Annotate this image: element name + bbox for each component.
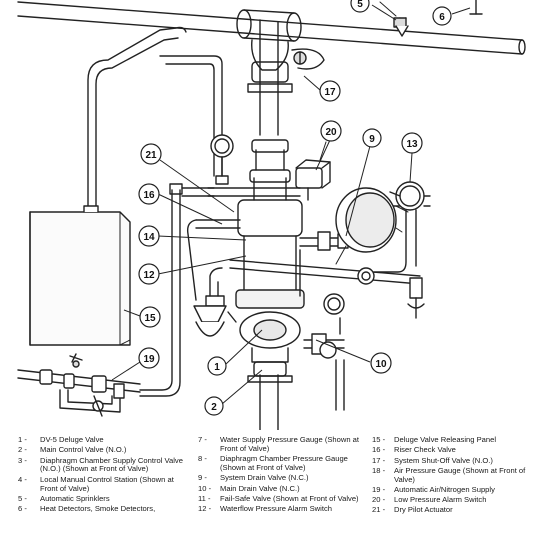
callout-leaders bbox=[111, 4, 471, 405]
callout-5: 5 bbox=[350, 0, 370, 13]
panel-conduit bbox=[87, 26, 223, 211]
callout-12: 12 bbox=[138, 263, 160, 285]
callout-1: 1 bbox=[207, 356, 227, 376]
legend-item: 5 -Automatic Sprinklers bbox=[18, 493, 110, 503]
deluge-valve-body bbox=[235, 139, 305, 383]
legend-item: 11 -Fail-Safe Valve (Shown at Front of V… bbox=[198, 493, 359, 503]
legend-item: 12 -Waterflow Pressure Alarm Switch bbox=[198, 504, 332, 514]
callout-9: 9 bbox=[362, 128, 382, 148]
svg-text:15: 15 bbox=[144, 313, 156, 324]
legend-item: 20 -Low Pressure Alarm Switch bbox=[372, 495, 487, 505]
svg-text:19: 19 bbox=[143, 354, 155, 365]
svg-text:12: 12 bbox=[143, 270, 155, 281]
callout-15: 15 bbox=[139, 306, 161, 328]
legend-item: 6 -Heat Detectors, Smoke Detectors, bbox=[18, 504, 156, 514]
air-pressure-gauge bbox=[373, 181, 431, 319]
svg-text:14: 14 bbox=[143, 232, 155, 243]
callout-14: 14 bbox=[138, 225, 160, 247]
main-header-pipe bbox=[17, 1, 526, 55]
legend-item: 1 -DV-5 Deluge Valve bbox=[18, 435, 104, 444]
main-drain-valve bbox=[303, 293, 345, 411]
legend-item: 9 -System Drain Valve (N.C.) bbox=[198, 473, 309, 483]
heat-detector bbox=[469, 0, 483, 15]
legend-item: 21 -Dry Pilot Actuator bbox=[372, 505, 453, 515]
legend-column-2: 7 -Water Supply Pressure Gauge (Shown at… bbox=[198, 435, 366, 515]
legend-item: 18 -Air Pressure Gauge (Shown at Front o… bbox=[372, 465, 526, 484]
callout-17: 17 bbox=[319, 80, 341, 102]
low-pressure-alarm-switch bbox=[295, 141, 331, 201]
legend-item: 4 -Local Manual Control Station (Shown a… bbox=[18, 474, 174, 493]
callout-19: 19 bbox=[138, 347, 160, 369]
svg-text:5: 5 bbox=[357, 0, 363, 10]
legend-item: 7 -Water Supply Pressure Gauge (Shown at… bbox=[198, 435, 360, 453]
svg-text:13: 13 bbox=[406, 139, 418, 150]
callout-10: 10 bbox=[370, 352, 392, 374]
pressure-gauge-top bbox=[210, 134, 234, 185]
automatic-sprinkler bbox=[379, 1, 409, 37]
trim-piping bbox=[186, 187, 421, 337]
legend-column-3: 15 -Deluge Valve Releasing Panel 16 -Ris… bbox=[372, 435, 538, 517]
callout-2: 2 bbox=[204, 396, 224, 416]
piping-illustration: 5 6 17 20 9 13 21 16 14 12 15 19 1 10 2 bbox=[17, 0, 526, 430]
legend-item: 16 -Riser Check Valve bbox=[372, 445, 456, 455]
svg-text:16: 16 bbox=[143, 190, 155, 201]
legend-column-1: 1 -DV-5 Deluge Valve 2 -Main Control Val… bbox=[18, 435, 190, 515]
air-supply-line bbox=[139, 183, 215, 397]
legend-item: 15 -Deluge Valve Releasing Panel bbox=[372, 435, 497, 444]
callout-21: 21 bbox=[140, 143, 162, 165]
callout-16: 16 bbox=[138, 183, 160, 205]
legend-item: 2 -Main Control Valve (N.O.) bbox=[18, 445, 127, 455]
callout-6: 6 bbox=[432, 6, 452, 26]
callout-20: 20 bbox=[320, 120, 342, 142]
legend-item: 10 -Main Drain Valve (N.C.) bbox=[198, 483, 300, 493]
legend-item: 17 -System Shut-Off Valve (N.O.) bbox=[372, 455, 493, 465]
svg-text:17: 17 bbox=[324, 87, 336, 98]
svg-text:9: 9 bbox=[369, 134, 375, 145]
legend-item: 3 -Diaphragm Chamber Supply Control Valv… bbox=[18, 455, 183, 474]
callout-13: 13 bbox=[401, 132, 423, 154]
svg-text:10: 10 bbox=[375, 359, 387, 370]
svg-text:6: 6 bbox=[439, 12, 445, 23]
releasing-panel bbox=[29, 205, 131, 346]
system-drain-valve bbox=[335, 187, 409, 285]
svg-text:1: 1 bbox=[214, 362, 220, 373]
air-nitrogen-supply bbox=[17, 353, 141, 417]
svg-text:20: 20 bbox=[325, 127, 337, 138]
svg-text:2: 2 bbox=[211, 402, 217, 413]
svg-text:21: 21 bbox=[145, 150, 157, 161]
legend-item: 8 -Diaphragm Chamber Pressure Gauge (Sho… bbox=[198, 454, 348, 473]
system-shutoff-valve bbox=[236, 9, 325, 93]
legend-item: 19 -Automatic Air/Nitrogen Supply bbox=[372, 484, 495, 494]
